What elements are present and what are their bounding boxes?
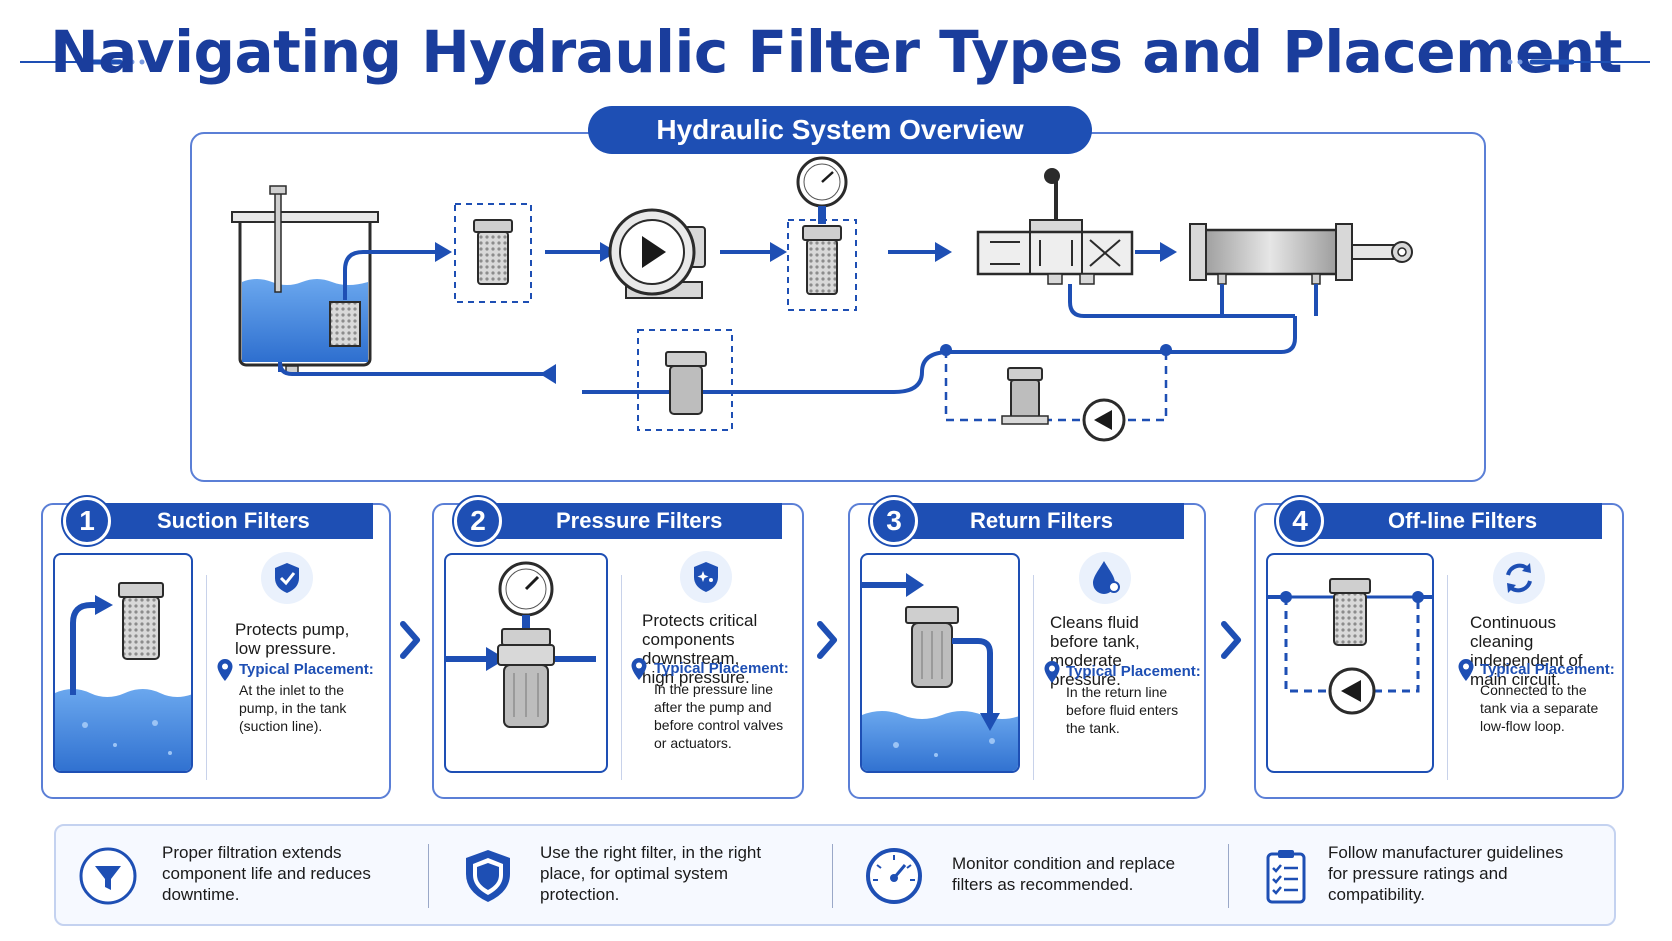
return-arrow (540, 364, 556, 384)
shield-sparkle-icon (680, 551, 732, 603)
tip-separator (832, 844, 833, 908)
overview-heading: Hydraulic System Overview (588, 106, 1092, 154)
card-number: 4 (1276, 497, 1324, 545)
card-suction-filters: Suction Filters 1 Protects pump, low pre… (41, 497, 391, 799)
tip-text: Follow manufacturer guidelines for press… (1328, 843, 1564, 904)
placement-label: Typical Placement: (1066, 663, 1201, 680)
card-divider (621, 575, 622, 780)
system-overview-diagram (231, 156, 1413, 442)
title-right-decoration (1507, 59, 1650, 65)
card-divider (206, 575, 207, 780)
reservoir-tank (231, 185, 379, 375)
card-title: Return Filters (886, 503, 1184, 539)
placement-text: Connected to the tank via a separate low… (1480, 682, 1599, 734)
suction-filter-illustration (53, 553, 193, 773)
location-pin-icon (1044, 661, 1060, 683)
card-title: Pressure Filters (470, 503, 782, 539)
card-description: Protects pump, low pressure. (235, 620, 350, 658)
shield-icon (466, 850, 510, 902)
pump (608, 208, 706, 299)
tip-item: Follow manufacturer guidelines for press… (1230, 826, 1616, 926)
tip-text: Monitor condition and replace filters as… (952, 854, 1176, 894)
card-description: Cleans fluid before tank, moderate press… (1050, 613, 1140, 689)
tip-item: Monitor condition and replace filters as… (834, 826, 1226, 926)
return-filter-overview (637, 329, 733, 431)
card-number: 2 (454, 497, 502, 545)
card-number: 3 (870, 497, 918, 545)
supply-line (343, 250, 1160, 300)
tip-item: Use the right filter, in the right place… (430, 826, 830, 926)
tip-separator (428, 844, 429, 908)
funnel-icon (79, 847, 137, 905)
card-description: Protects critical components downstream,… (642, 611, 758, 687)
return-filter-illustration (860, 553, 1020, 773)
shield-check-icon (261, 552, 313, 604)
hydraulic-cylinder (1189, 223, 1413, 285)
location-pin-icon (1458, 659, 1474, 681)
offline-filter-loop (940, 344, 1172, 442)
tips-bar: Proper filtration extends component life… (54, 824, 1616, 926)
placement-text: In the return line before fluid enters t… (1066, 684, 1179, 736)
card-pressure-filters: Pressure Filters 2 Protects critical com… (432, 497, 804, 799)
tip-separator (1228, 844, 1229, 908)
chevron-right-icon (1221, 621, 1241, 659)
title-left-decoration (20, 59, 165, 65)
actuator-lines (278, 284, 1318, 394)
title-row: Navigating Hydraulic Filter Types and Pl… (0, 10, 1672, 90)
gauge-icon (866, 848, 922, 904)
card-title: Suction Filters (79, 503, 373, 539)
location-pin-icon (217, 659, 233, 681)
card-offline-filters: Off-line Filters 4 Continuous cleaning i… (1254, 497, 1624, 799)
placement-label: Typical Placement: (239, 661, 374, 678)
card-return-filters: Return Filters 3 Cleans fluid before tan… (848, 497, 1206, 799)
placement-label: Typical Placement: (1480, 661, 1615, 678)
directional-control-valve (976, 168, 1134, 285)
card-description: Continuous cleaning independent of main … (1470, 613, 1583, 689)
offline-filter-illustration (1266, 553, 1434, 773)
card-title: Off-line Filters (1292, 503, 1602, 539)
placement-text: In the pressure line after the pump and … (654, 681, 784, 751)
tip-item: Proper filtration extends component life… (56, 826, 426, 926)
card-number: 1 (63, 497, 111, 545)
placement-text: At the inlet to the pump, in the tank (s… (239, 682, 347, 734)
chevron-right-icon (400, 621, 420, 659)
tip-text: Proper filtration extends component life… (162, 843, 371, 904)
card-divider (1447, 575, 1448, 780)
location-pin-icon (631, 658, 647, 680)
placement-label: Typical Placement: (654, 660, 789, 677)
card-divider (1033, 575, 1034, 780)
chevron-right-icon (817, 621, 837, 659)
page-title: Navigating Hydraulic Filter Types and Pl… (50, 18, 1622, 86)
tip-text: Use the right filter, in the right place… (540, 843, 762, 904)
pressure-filter-illustration (444, 553, 608, 773)
droplet-icon (1079, 552, 1131, 604)
recycle-icon (1493, 552, 1545, 604)
pressure-filter-overview (787, 156, 857, 311)
suction-filter-overview (454, 203, 532, 303)
clipboard-checklist-icon (1266, 850, 1306, 904)
